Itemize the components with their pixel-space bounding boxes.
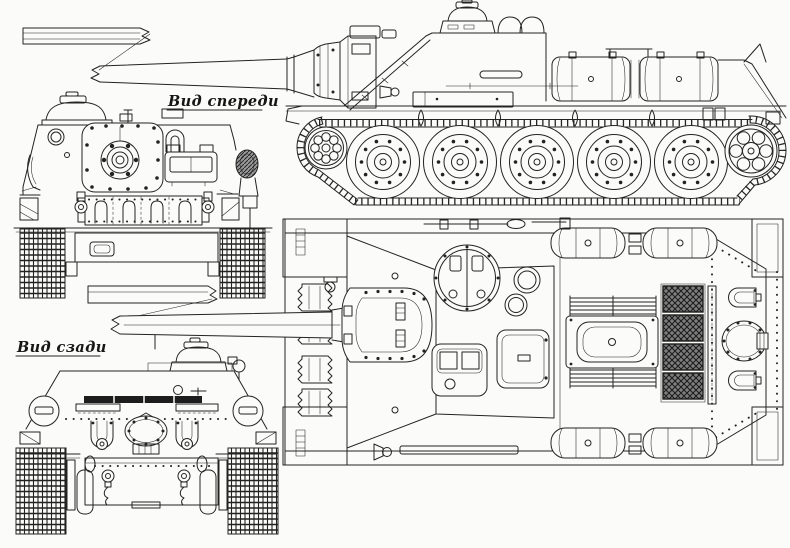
side-view (22, 0, 787, 206)
top-gun-barrel (87, 285, 345, 343)
front-cupola (41, 91, 113, 126)
top-rear-hatches (721, 287, 769, 391)
front-tracks (19, 228, 266, 299)
top-pioneer-tools (373, 217, 571, 461)
side-fuel-tanks (551, 48, 719, 102)
front-view: Вид спереди (13, 91, 279, 299)
top-engine-deck (565, 295, 659, 389)
side-mantlet (313, 25, 397, 109)
rear-cupola (154, 328, 246, 381)
front-hull (19, 108, 240, 221)
top-commander-cupola (433, 244, 501, 312)
front-view-label: Вид спереди (167, 93, 279, 110)
side-road-wheels (304, 124, 778, 199)
idler-wheel (304, 126, 348, 170)
top-fuel-tanks (550, 227, 718, 459)
front-siren (235, 149, 259, 229)
top-loader-hatch (496, 329, 550, 389)
top-ventilators (504, 266, 541, 317)
front-mantlet-plate (81, 122, 164, 193)
top-mantlet (341, 287, 433, 363)
front-driver-hatch (164, 144, 218, 187)
rear-transmission-hatch (124, 412, 168, 455)
rear-tracks (15, 447, 279, 535)
top-spare-tracks (297, 283, 333, 417)
top-radiator-grilles (660, 283, 717, 405)
rear-view-label: Вид сзади (16, 339, 107, 356)
front-headlight (47, 128, 65, 146)
rear-view: Вид сзади (15, 328, 279, 535)
top-driver-hatch (431, 343, 488, 397)
top-view (87, 217, 784, 466)
drive-sprocket (724, 124, 778, 178)
rear-lower-plate (66, 455, 228, 515)
front-tow-shackles (74, 191, 215, 214)
side-vent-domes (497, 16, 545, 34)
side-cupola (439, 0, 496, 34)
side-gun-barrel (22, 27, 315, 98)
rear-exhaust-covers (28, 395, 264, 427)
front-spare-tracks (77, 195, 210, 226)
top-headlight (323, 276, 338, 293)
front-lifting-bracket (165, 129, 185, 153)
side-hull (285, 32, 787, 125)
side-fittings (379, 70, 655, 127)
